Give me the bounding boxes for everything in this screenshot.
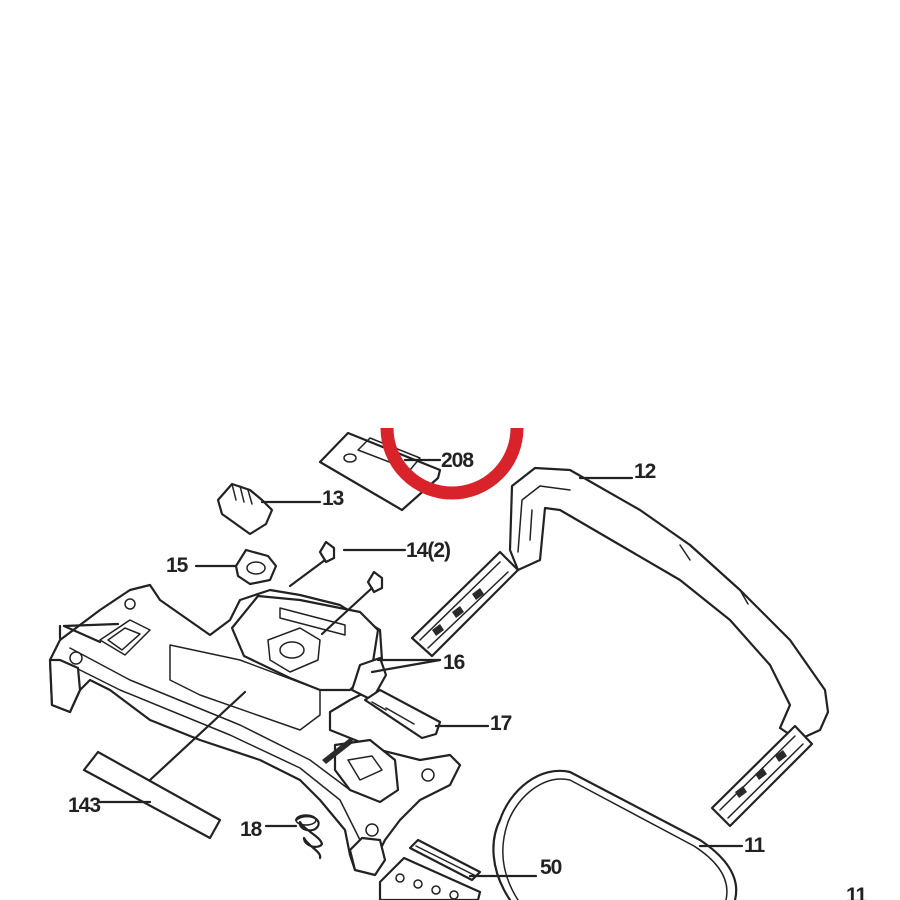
part-50-board: [378, 838, 538, 900]
part-console-frame: [48, 558, 462, 877]
label-12: 12: [634, 460, 656, 483]
highlight-circle: [380, 427, 524, 500]
part-12-handlebar: [410, 466, 830, 828]
label-partial: 11: [846, 884, 868, 900]
part-11-loop: [492, 769, 744, 900]
label-11: 11: [744, 834, 766, 857]
part-13-bracket: [216, 482, 322, 536]
part-14-nuts: [318, 540, 407, 594]
label-13: 13: [322, 487, 344, 510]
part-18-spring: [264, 814, 324, 860]
label-143: 143: [68, 794, 100, 817]
part-208-plate: [318, 431, 442, 512]
label-50: 50: [540, 856, 562, 879]
label-15: 15: [166, 554, 189, 577]
label-208: 208: [441, 449, 474, 472]
label-16: 16: [443, 651, 465, 674]
part-143-strip: [82, 690, 247, 840]
label-17: 17: [490, 712, 512, 735]
label-14: 14(2): [406, 539, 450, 562]
part-15-cap: [194, 548, 278, 586]
label-18: 18: [240, 818, 263, 841]
part-16-17-strip: [350, 656, 490, 740]
